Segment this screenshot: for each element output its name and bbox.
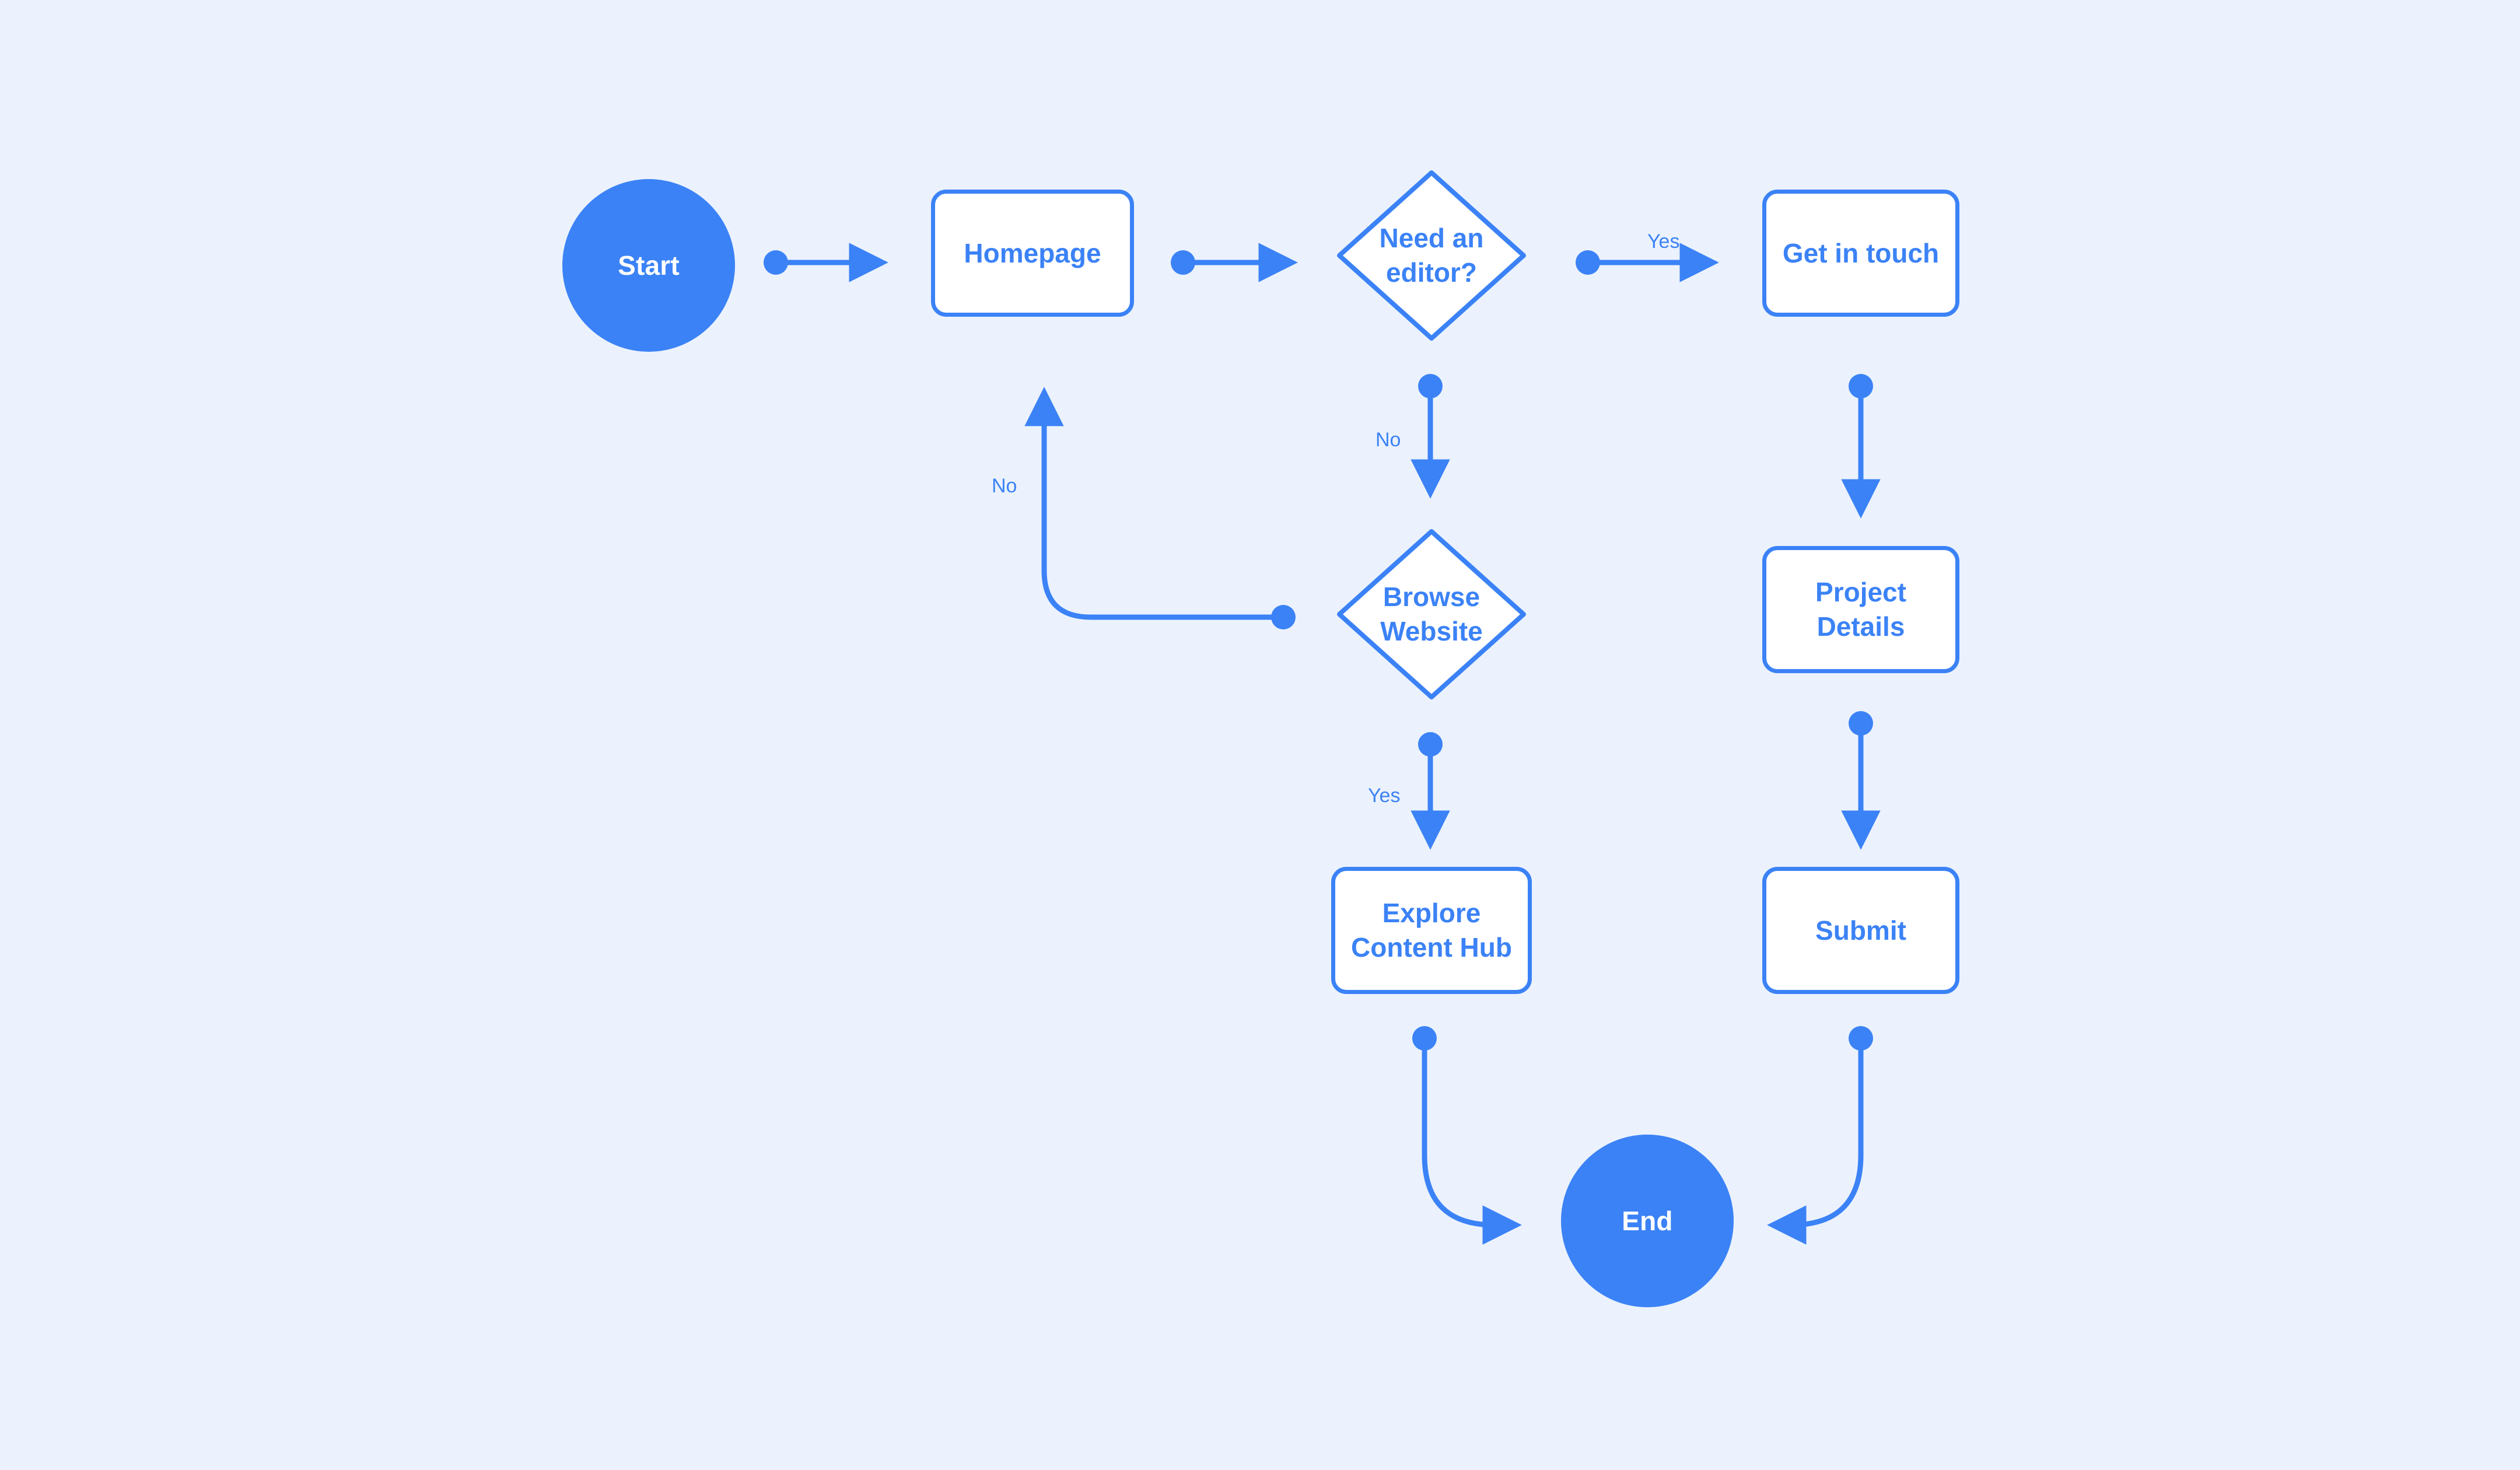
node-browse-website[interactable]: Browse Website: [1335, 527, 1528, 702]
node-start-label: Start: [618, 250, 680, 281]
node-end[interactable]: End: [1561, 1135, 1734, 1307]
node-get-in-touch[interactable]: Get in touch: [1762, 190, 1959, 317]
edge-browse-website-yes-to-explore-content-hub: [1410, 732, 1450, 850]
edge-need-an-editor-yes-to-get-in-touch: [1576, 243, 1719, 282]
decision-line-1: Browse: [1382, 582, 1480, 612]
edge-label-no-homepage-loopback: No: [992, 475, 1017, 497]
edge-label-yes-explore-content-hub: Yes: [1368, 785, 1401, 807]
node-start[interactable]: Start: [562, 179, 735, 352]
decision-line-1: Need an: [1379, 223, 1484, 254]
process-line-1: Project: [1815, 577, 1906, 608]
process-line-1: Explore: [1382, 898, 1481, 929]
node-submit-label: Submit: [1815, 915, 1906, 946]
edge-explore-content-hub-to-end: [1412, 1026, 1522, 1245]
edge-homepage-to-need-an-editor: [1171, 243, 1298, 282]
edge-label-no-browse-website: No: [1376, 429, 1401, 451]
node-project-details-label: Project Details: [1815, 575, 1906, 644]
process-line-2: Content Hub: [1351, 932, 1512, 963]
decision-line-2: Website: [1380, 616, 1483, 646]
node-need-an-editor[interactable]: Need an editor?: [1335, 168, 1528, 343]
node-explore-content-hub-label: Explore Content Hub: [1351, 896, 1512, 965]
edge-get-in-touch-to-project-details: [1841, 374, 1881, 519]
node-project-details[interactable]: Project Details: [1762, 546, 1959, 673]
node-need-an-editor-label: Need an editor?: [1348, 221, 1515, 290]
edge-need-an-editor-no-to-browse-website: [1410, 374, 1450, 499]
diamond-shape-icon: [1335, 168, 1528, 343]
process-line-2: Details: [1817, 611, 1905, 642]
decision-line-2: editor?: [1386, 257, 1477, 288]
diamond-shape-icon: [1335, 527, 1528, 702]
edge-start-to-homepage: [764, 243, 888, 282]
node-homepage[interactable]: Homepage: [931, 190, 1134, 317]
node-browse-website-label: Browse Website: [1348, 580, 1515, 649]
node-end-label: End: [1622, 1205, 1673, 1236]
node-homepage-label: Homepage: [964, 237, 1101, 268]
edge-project-details-to-submit: [1841, 711, 1881, 850]
node-get-in-touch-label: Get in touch: [1782, 237, 1940, 268]
edge-submit-to-end: [1767, 1026, 1873, 1245]
node-submit[interactable]: Submit: [1762, 867, 1959, 994]
node-explore-content-hub[interactable]: Explore Content Hub: [1331, 867, 1532, 994]
edge-label-yes-get-in-touch: Yes: [1647, 230, 1680, 253]
edge-browse-website-no-to-homepage: [1024, 387, 1296, 629]
